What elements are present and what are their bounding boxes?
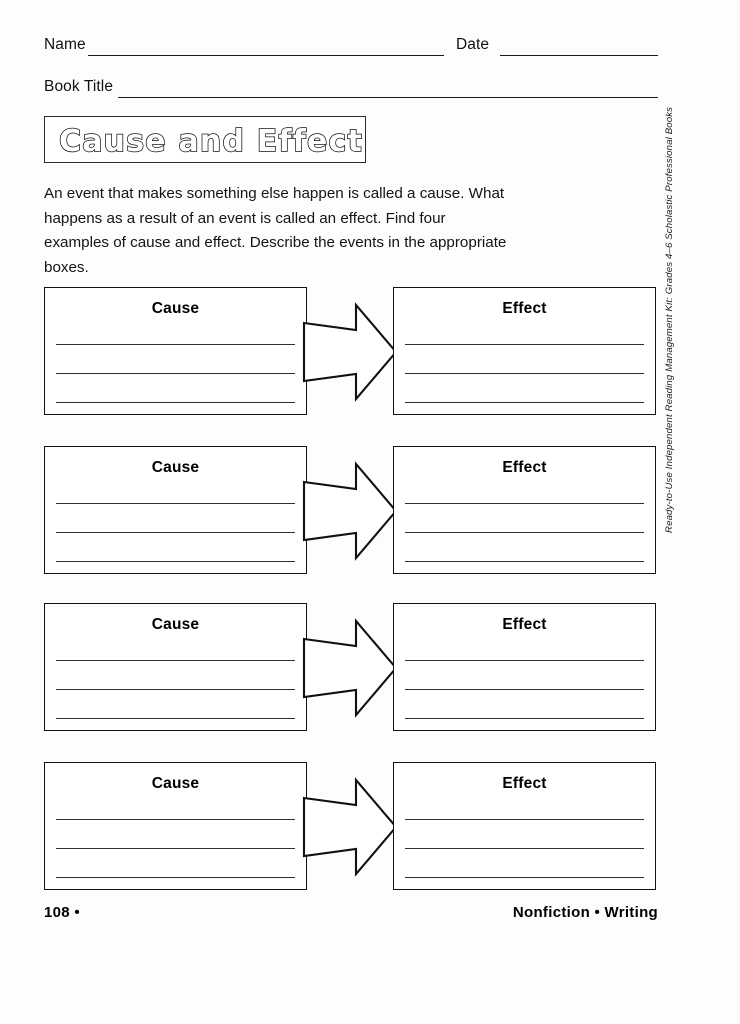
worksheet-title-graphic: Cause and Effect (58, 123, 363, 160)
effect-box[interactable]: Effect (393, 287, 656, 415)
effect-heading: Effect (502, 775, 547, 792)
effect-heading: Effect (502, 300, 547, 317)
cause-write-line[interactable] (56, 561, 295, 562)
worksheet-title-box: Cause and Effect (44, 116, 366, 163)
publisher-credit: Ready-to-Use Independent Reading Managem… (664, 106, 675, 533)
book-title-input-line[interactable] (118, 97, 658, 98)
effect-heading: Effect (502, 616, 547, 633)
effect-write-line[interactable] (405, 848, 644, 849)
effect-write-line[interactable] (405, 660, 644, 661)
effect-write-line[interactable] (405, 373, 644, 374)
cause-box[interactable]: Cause (44, 287, 307, 415)
cause-write-line[interactable] (56, 373, 295, 374)
cause-box[interactable]: Cause (44, 446, 307, 574)
cause-box[interactable]: Cause (44, 603, 307, 731)
cause-write-line[interactable] (56, 819, 295, 820)
right-arrow-icon (302, 302, 398, 402)
right-arrow-icon (302, 777, 398, 877)
cause-heading: Cause (151, 775, 200, 792)
effect-write-line[interactable] (405, 877, 644, 878)
cause-effect-row: Cause Effect (0, 287, 740, 417)
effect-box[interactable]: Effect (393, 762, 656, 890)
date-label: Date (456, 36, 490, 53)
right-arrow-icon (302, 618, 398, 718)
effect-write-line[interactable] (405, 689, 644, 690)
effect-box[interactable]: Effect (393, 603, 656, 731)
cause-effect-row: Cause Effect (0, 446, 740, 576)
cause-effect-row: Cause Effect (0, 603, 740, 733)
cause-heading: Cause (151, 616, 200, 633)
page-title: Cause and Effect (59, 124, 363, 159)
cause-write-line[interactable] (56, 402, 295, 403)
name-input-line[interactable] (88, 55, 444, 56)
cause-effect-row: Cause Effect (0, 762, 740, 892)
effect-box[interactable]: Effect (393, 446, 656, 574)
cause-write-line[interactable] (56, 689, 295, 690)
effect-heading: Effect (502, 459, 547, 476)
right-arrow-icon (302, 461, 398, 561)
cause-write-line[interactable] (56, 344, 295, 345)
instructions-text: An event that makes something else happe… (44, 185, 507, 276)
date-input-line[interactable] (500, 55, 658, 56)
cause-heading: Cause (151, 459, 200, 476)
cause-write-line[interactable] (56, 718, 295, 719)
page-number: 108 • (44, 904, 80, 921)
footer-section-label: Nonfiction • Writing (512, 904, 658, 921)
cause-heading: Cause (151, 300, 200, 317)
effect-write-line[interactable] (405, 819, 644, 820)
effect-write-line[interactable] (405, 561, 644, 562)
cause-write-line[interactable] (56, 503, 295, 504)
cause-box[interactable]: Cause (44, 762, 307, 890)
cause-write-line[interactable] (56, 877, 295, 878)
effect-write-line[interactable] (405, 718, 644, 719)
effect-write-line[interactable] (405, 402, 644, 403)
effect-write-line[interactable] (405, 503, 644, 504)
cause-write-line[interactable] (56, 848, 295, 849)
cause-write-line[interactable] (56, 532, 295, 533)
effect-write-line[interactable] (405, 532, 644, 533)
cause-write-line[interactable] (56, 660, 295, 661)
effect-write-line[interactable] (405, 344, 644, 345)
name-label: Name (44, 36, 86, 53)
book-title-label: Book Title (44, 78, 114, 95)
